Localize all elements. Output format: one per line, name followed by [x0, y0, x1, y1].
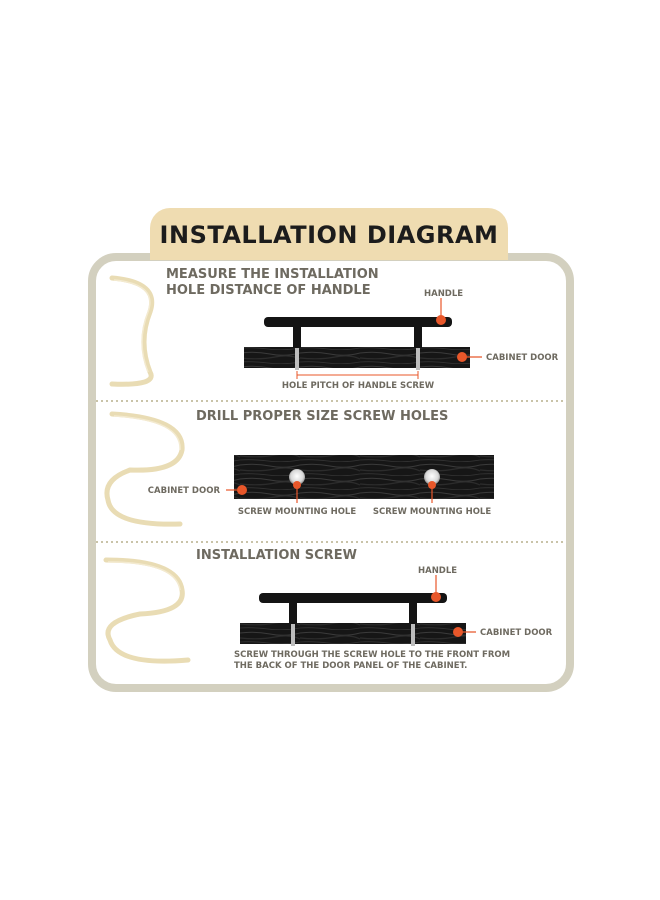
handle-post: [289, 602, 297, 624]
cabinet-door-board: [240, 623, 466, 644]
step1-heading-line1: MEASURE THE INSTALLATION: [166, 267, 379, 282]
label-handle: HANDLE: [418, 566, 457, 576]
screw: [295, 348, 299, 370]
step3-heading: INSTALLATION SCREW: [196, 548, 357, 563]
handle-post: [409, 602, 417, 624]
label-cabinet-door: CABINET DOOR: [480, 628, 553, 638]
label-handle: HANDLE: [424, 289, 463, 299]
step1-heading-line2: HOLE DISTANCE OF HANDLE: [166, 283, 371, 298]
diagram-title: INSTALLATION DIAGRAM: [160, 221, 499, 249]
handle-post: [293, 326, 301, 348]
screw: [411, 624, 415, 646]
note-line1: SCREW THROUGH THE SCREW HOLE TO THE FRON…: [234, 650, 510, 660]
cabinet-door-board: [234, 455, 494, 499]
handle-bar: [264, 317, 452, 327]
label-cabinet-door: CABINET DOOR: [486, 353, 559, 363]
label-hole-pitch: HOLE PITCH OF HANDLE SCREW: [282, 381, 435, 391]
note-line2: THE BACK OF THE DOOR PANEL OF THE CABINE…: [234, 661, 467, 671]
step2-heading: DRILL PROPER SIZE SCREW HOLES: [196, 409, 448, 424]
label-screw-hole-left: SCREW MOUNTING HOLE: [238, 507, 357, 517]
label-screw-hole-right: SCREW MOUNTING HOLE: [373, 507, 492, 517]
screw-hole: [424, 469, 440, 485]
handle-post: [414, 326, 422, 348]
screw-hole: [289, 469, 305, 485]
screw: [416, 348, 420, 370]
screw: [291, 624, 295, 646]
cabinet-door-board: [244, 347, 470, 368]
title-tab-base: [150, 238, 508, 260]
rope-decoration: [103, 275, 191, 664]
label-cabinet-door: CABINET DOOR: [148, 486, 221, 496]
handle-bar: [259, 593, 447, 603]
